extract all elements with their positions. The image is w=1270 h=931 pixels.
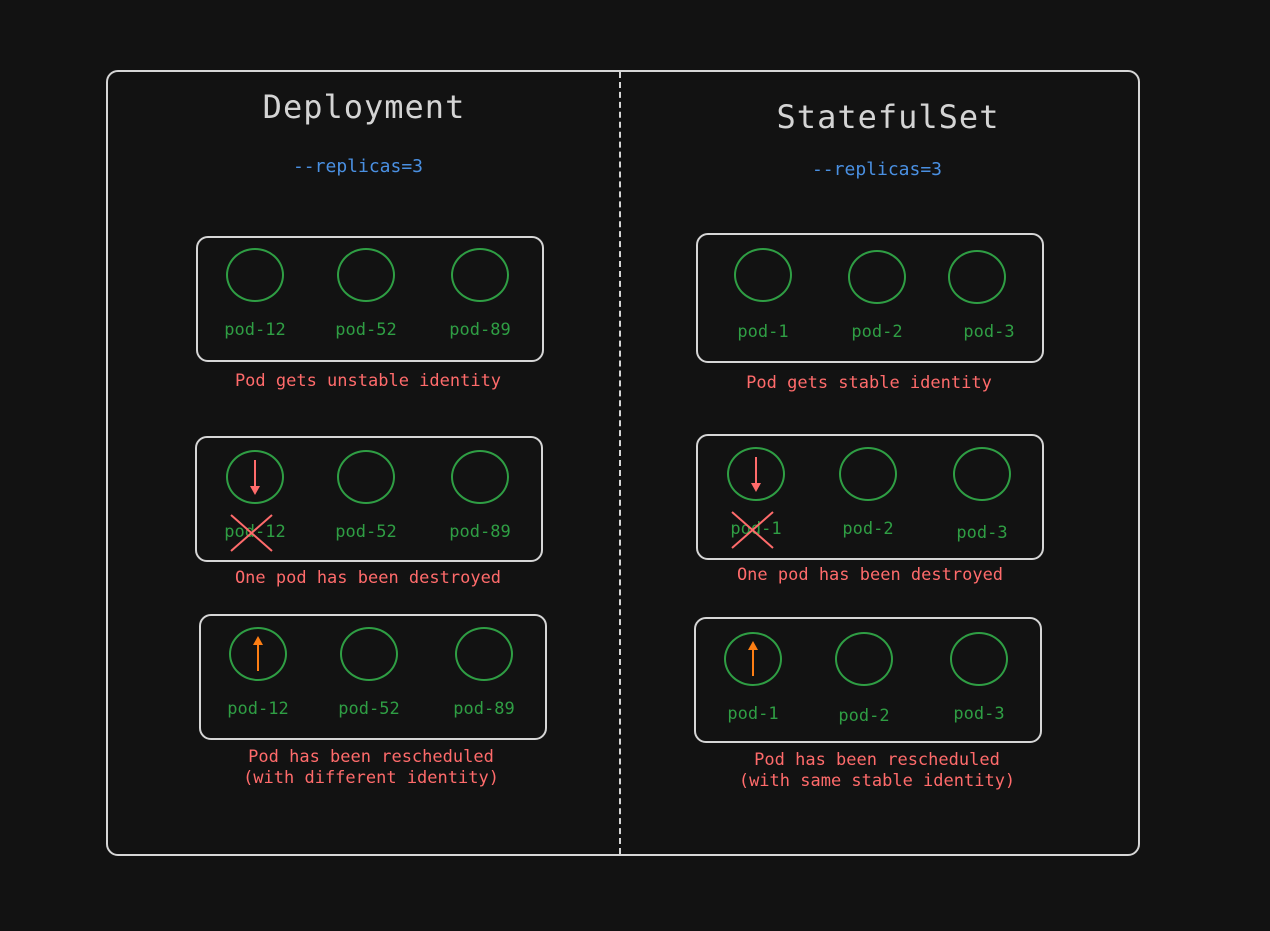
pod: pod-52 xyxy=(314,627,424,719)
pod-label: pod-1 xyxy=(737,322,789,342)
pod: pod-2 xyxy=(809,632,919,726)
pod-label: pod-12 xyxy=(224,320,286,340)
statefulset-pod-group-rescheduled xyxy=(694,617,1042,743)
statefulset-title: StatefulSet xyxy=(776,98,1000,136)
pod-circle xyxy=(848,250,906,304)
deployment-title: Deployment xyxy=(262,88,466,126)
pod-circle xyxy=(337,450,395,504)
arrow-down-icon xyxy=(751,457,761,492)
deployment-pod-group-rescheduled xyxy=(199,614,547,740)
pod-label: pod-2 xyxy=(851,322,903,342)
deployment-replicas: --replicas=3 xyxy=(292,156,424,177)
statefulset-caption-initial: Pod gets stable identity xyxy=(746,373,992,393)
pod-label: pod-89 xyxy=(453,699,515,719)
pod-circle xyxy=(835,632,893,686)
deployment-caption-rescheduled: Pod has been rescheduled (with different… xyxy=(171,747,571,789)
caption-line: (with same stable identity) xyxy=(738,771,1016,791)
deployment-caption-destroyed: One pod has been destroyed xyxy=(234,568,502,588)
pod: pod-2 xyxy=(822,250,932,342)
pod-label: pod-3 xyxy=(963,322,1015,342)
pod-circle xyxy=(451,450,509,504)
deployment-pod-group-initial xyxy=(196,236,544,362)
pod-label: pod-1 xyxy=(727,704,779,724)
statefulset-replicas: --replicas=3 xyxy=(811,159,943,180)
pod-label: pod-12 xyxy=(227,699,289,719)
arrow-up-icon xyxy=(253,636,263,671)
pod-circle xyxy=(839,447,897,501)
pod-label: pod-3 xyxy=(956,523,1008,543)
pod-circle xyxy=(948,250,1006,304)
pod-circle xyxy=(734,248,792,302)
pod-label: pod-1 xyxy=(730,519,782,539)
caption-line: Pod has been rescheduled xyxy=(248,747,494,767)
pod-circle xyxy=(455,627,513,681)
pod: pod-3 xyxy=(927,447,1037,543)
pod: pod-89 xyxy=(429,627,539,719)
pod-label: pod-52 xyxy=(335,320,397,340)
statefulset-pod-group-destroyed xyxy=(696,434,1044,560)
pod: pod-89 xyxy=(425,450,535,542)
pod-rescheduled: pod-12 xyxy=(203,627,313,719)
pod: pod-12 xyxy=(200,248,310,340)
pod-label: pod-12 xyxy=(224,522,286,542)
statefulset-pod-group-initial xyxy=(696,233,1044,363)
pod-label: pod-89 xyxy=(449,522,511,542)
pod-circle xyxy=(950,632,1008,686)
pod-circle xyxy=(226,450,284,504)
caption-line: (with different identity) xyxy=(243,768,499,788)
deployment-caption-initial: Pod gets unstable identity xyxy=(234,371,502,391)
pod-label: pod-89 xyxy=(449,320,511,340)
pod: pod-1 xyxy=(708,248,818,342)
statefulset-caption-destroyed: One pod has been destroyed xyxy=(736,565,1004,585)
pod-label: pod-2 xyxy=(842,519,894,539)
pod-destroyed: pod-12 xyxy=(200,450,310,552)
pod-circle xyxy=(229,627,287,681)
pod: pod-52 xyxy=(311,450,421,542)
pod: pod-2 xyxy=(813,447,923,539)
cross-icon xyxy=(230,514,273,552)
pod-label: pod-52 xyxy=(335,522,397,542)
pod: pod-52 xyxy=(311,248,421,340)
caption-line: Pod has been rescheduled xyxy=(754,750,1000,770)
pod-circle xyxy=(953,447,1011,501)
pod-label: pod-3 xyxy=(953,704,1005,724)
pod-circle xyxy=(337,248,395,302)
pod-label: pod-52 xyxy=(338,699,400,719)
diagram-frame xyxy=(106,70,1140,856)
pod: pod-3 xyxy=(924,632,1034,724)
pod-circle xyxy=(727,447,785,501)
cross-icon xyxy=(731,511,774,549)
arrow-up-icon xyxy=(748,641,758,676)
section-divider xyxy=(619,72,621,854)
pod-circle xyxy=(340,627,398,681)
pod-destroyed: pod-1 xyxy=(701,447,811,549)
pod: pod-3 xyxy=(922,250,1032,342)
pod-circle xyxy=(724,632,782,686)
pod: pod-89 xyxy=(425,248,535,340)
pod-label: pod-2 xyxy=(838,706,890,726)
statefulset-caption-rescheduled: Pod has been rescheduled (with same stab… xyxy=(677,750,1077,792)
pod-circle xyxy=(226,248,284,302)
pod-rescheduled: pod-1 xyxy=(698,632,808,724)
arrow-down-icon xyxy=(250,460,260,495)
deployment-pod-group-destroyed xyxy=(195,436,543,562)
pod-circle xyxy=(451,248,509,302)
